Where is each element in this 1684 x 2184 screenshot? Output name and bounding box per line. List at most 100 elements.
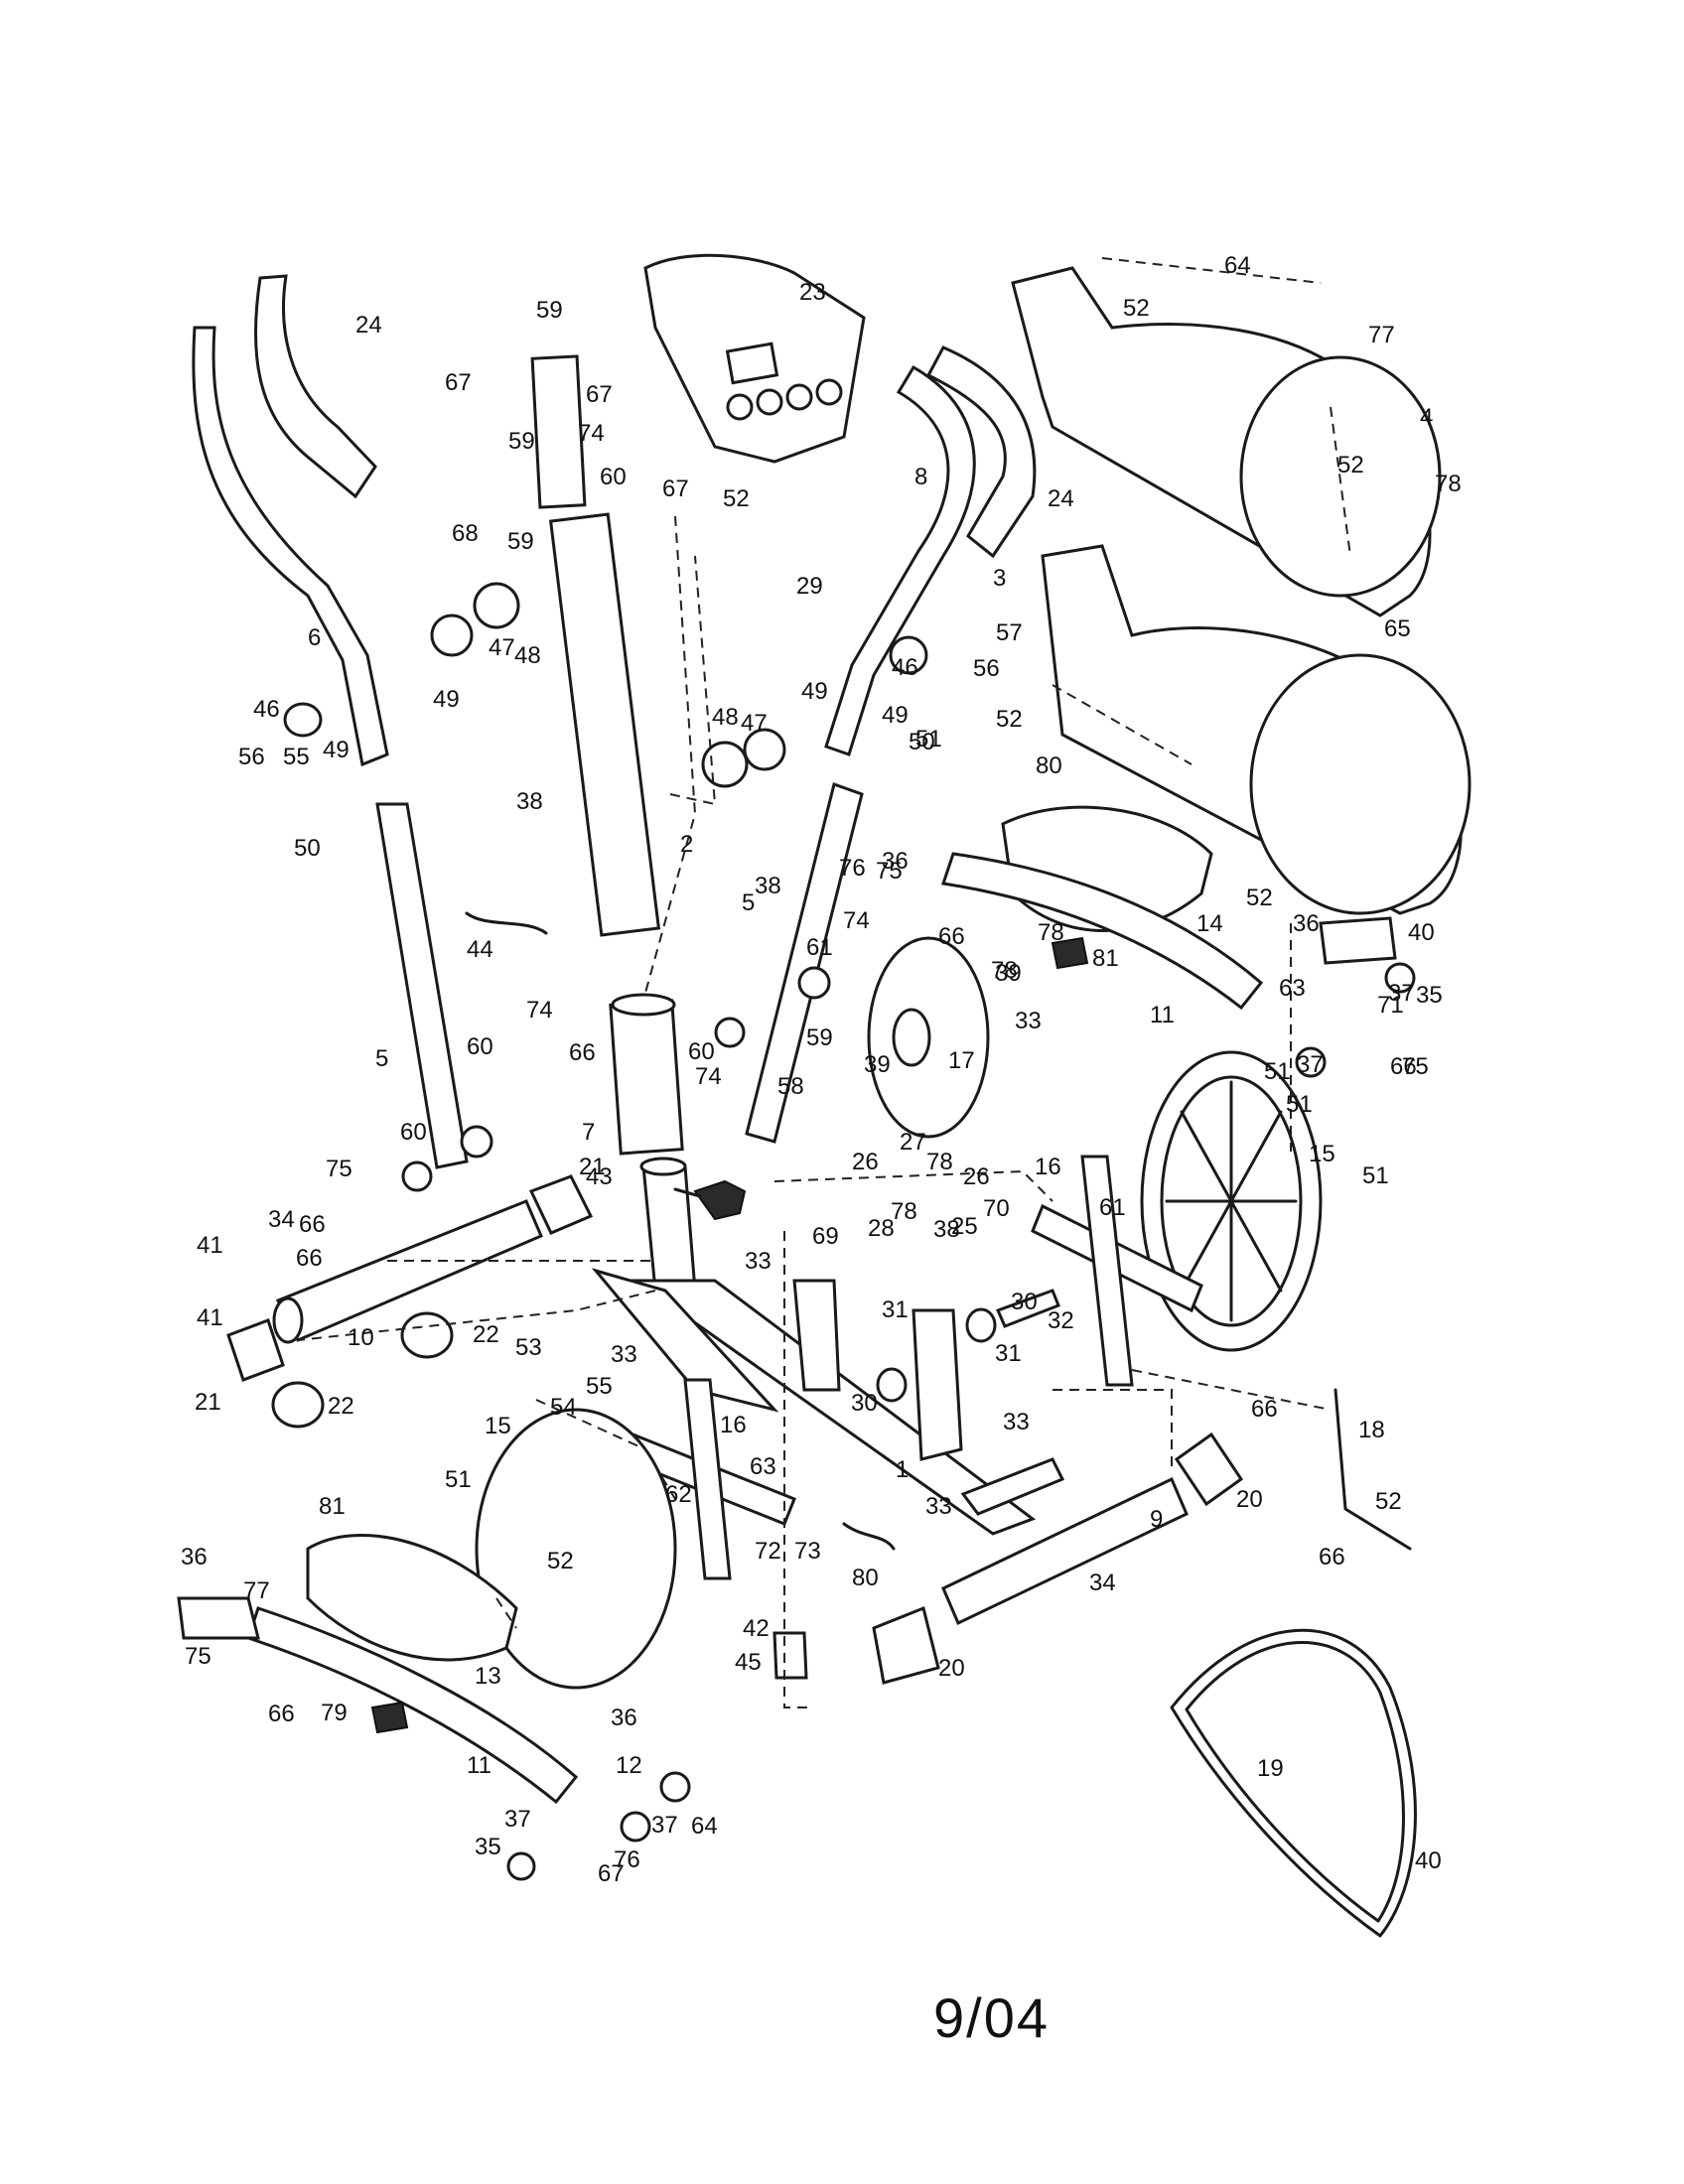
callout-number: 33 [925, 1493, 952, 1520]
callout-number: 47 [741, 710, 768, 737]
assembly-guide [1330, 406, 1351, 557]
pivot-bushing [714, 1017, 746, 1048]
adjustment-knob [693, 1179, 747, 1221]
callout-number: 66 [268, 1701, 295, 1727]
callout-number: 33 [1015, 1008, 1042, 1034]
callout-number: 66 [299, 1211, 326, 1238]
callout-number: 51 [915, 726, 942, 752]
callout-number: 44 [467, 936, 493, 963]
callout-number: 55 [586, 1373, 613, 1400]
callout-number: 48 [514, 642, 541, 669]
callout-number: 56 [973, 655, 1000, 682]
callout-number: 11 [467, 1752, 491, 1779]
callout-number: 5 [742, 889, 755, 916]
front-stabilizer-end [272, 1297, 304, 1344]
callout-number: 35 [475, 1834, 501, 1860]
assembly-guide [1101, 257, 1322, 284]
callout-number: 30 [851, 1390, 878, 1417]
callout-number: 77 [1368, 322, 1395, 348]
callout-number: 33 [745, 1248, 772, 1275]
callout-number: 37 [504, 1806, 531, 1833]
callout-number: 32 [1048, 1307, 1074, 1334]
callout-number: 52 [547, 1548, 574, 1574]
callout-number: 50 [909, 729, 935, 755]
reed-sensor [772, 1631, 808, 1680]
callout-number: 38 [755, 873, 781, 899]
upright-sleeve-top [611, 993, 676, 1017]
handlebar-upper-left [253, 274, 377, 499]
leveling-bracket [1333, 1388, 1412, 1551]
assembly-guide [773, 1169, 1053, 1202]
callout-number: 36 [1293, 910, 1320, 937]
callout-number: 23 [799, 279, 826, 306]
bearing [965, 1307, 997, 1343]
bearing [876, 1367, 908, 1403]
crossbar-left-vertical [683, 1378, 732, 1580]
callout-number: 36 [181, 1544, 208, 1570]
callout-number: 39 [864, 1051, 891, 1078]
idler-bushing [1295, 1046, 1327, 1078]
callout-number: 48 [712, 704, 739, 731]
callout-number: 66 [1251, 1396, 1278, 1423]
callout-number: 34 [268, 1206, 295, 1233]
left-lower-arm [375, 802, 469, 1169]
right-lower-arm [745, 782, 864, 1144]
callout-number: 21 [579, 1154, 606, 1180]
callout-number: 80 [852, 1565, 879, 1591]
callout-number: 75 [326, 1156, 352, 1182]
callout-number: 74 [695, 1063, 722, 1090]
callout-number: 45 [735, 1649, 762, 1676]
pedal-left [306, 1534, 518, 1662]
connector-right-46 [889, 635, 928, 675]
callout-number: 65 [1384, 615, 1411, 642]
callout-number: 56 [238, 744, 265, 770]
handlebar-upper-right [925, 345, 1037, 559]
console-button [726, 393, 754, 421]
callout-number: 20 [938, 1655, 965, 1682]
bushing-left-48 [473, 582, 520, 629]
console-mast [530, 354, 587, 509]
callout-number: 81 [319, 1493, 346, 1520]
callout-number: 8 [914, 464, 927, 490]
callout-number: 79 [321, 1700, 348, 1726]
callout-number: 38 [933, 1216, 960, 1243]
assembly-guide [1052, 684, 1193, 765]
callout-number: 70 [983, 1195, 1010, 1222]
callout-number: 66 [938, 923, 965, 950]
callout-number: 60 [600, 464, 627, 490]
callout-number: 59 [536, 297, 563, 324]
callout-number: 13 [475, 1663, 501, 1690]
main-frame-upright [641, 1164, 697, 1293]
callout-number: 55 [283, 744, 310, 770]
callout-number: 49 [882, 702, 909, 729]
pivot-bushing [401, 1160, 433, 1192]
callout-number: 81 [1092, 945, 1119, 972]
callout-number: 78 [926, 1149, 953, 1175]
callout-number: 71 [1377, 992, 1404, 1019]
drive-belt [1170, 1628, 1417, 1938]
callout-number: 77 [243, 1577, 270, 1604]
callout-number: 80 [1036, 752, 1062, 779]
callout-number: 21 [195, 1389, 221, 1416]
callout-number: 38 [516, 788, 543, 815]
callout-number: 29 [796, 573, 823, 600]
assembly-guide [1052, 1389, 1173, 1469]
pedal-bracket-left [177, 1596, 260, 1640]
assembly-guide [644, 515, 697, 994]
callout-number: 26 [852, 1149, 879, 1175]
pivot-bushing [797, 966, 831, 1000]
pulley-spoke [1180, 1110, 1283, 1293]
callout-number: 78 [1038, 919, 1064, 946]
callout-number: 51 [1264, 1058, 1291, 1085]
callout-number: 43 [586, 1163, 613, 1190]
flywheel-hub [892, 1008, 931, 1067]
callout-number: 28 [868, 1215, 895, 1242]
cable-right [842, 1522, 896, 1551]
callout-number: 41 [197, 1232, 223, 1259]
console-display [725, 341, 779, 385]
callout-number: 24 [355, 312, 382, 339]
callout-number: 67 [586, 381, 613, 408]
disc-left [475, 1408, 677, 1690]
callout-number: 37 [651, 1812, 678, 1839]
